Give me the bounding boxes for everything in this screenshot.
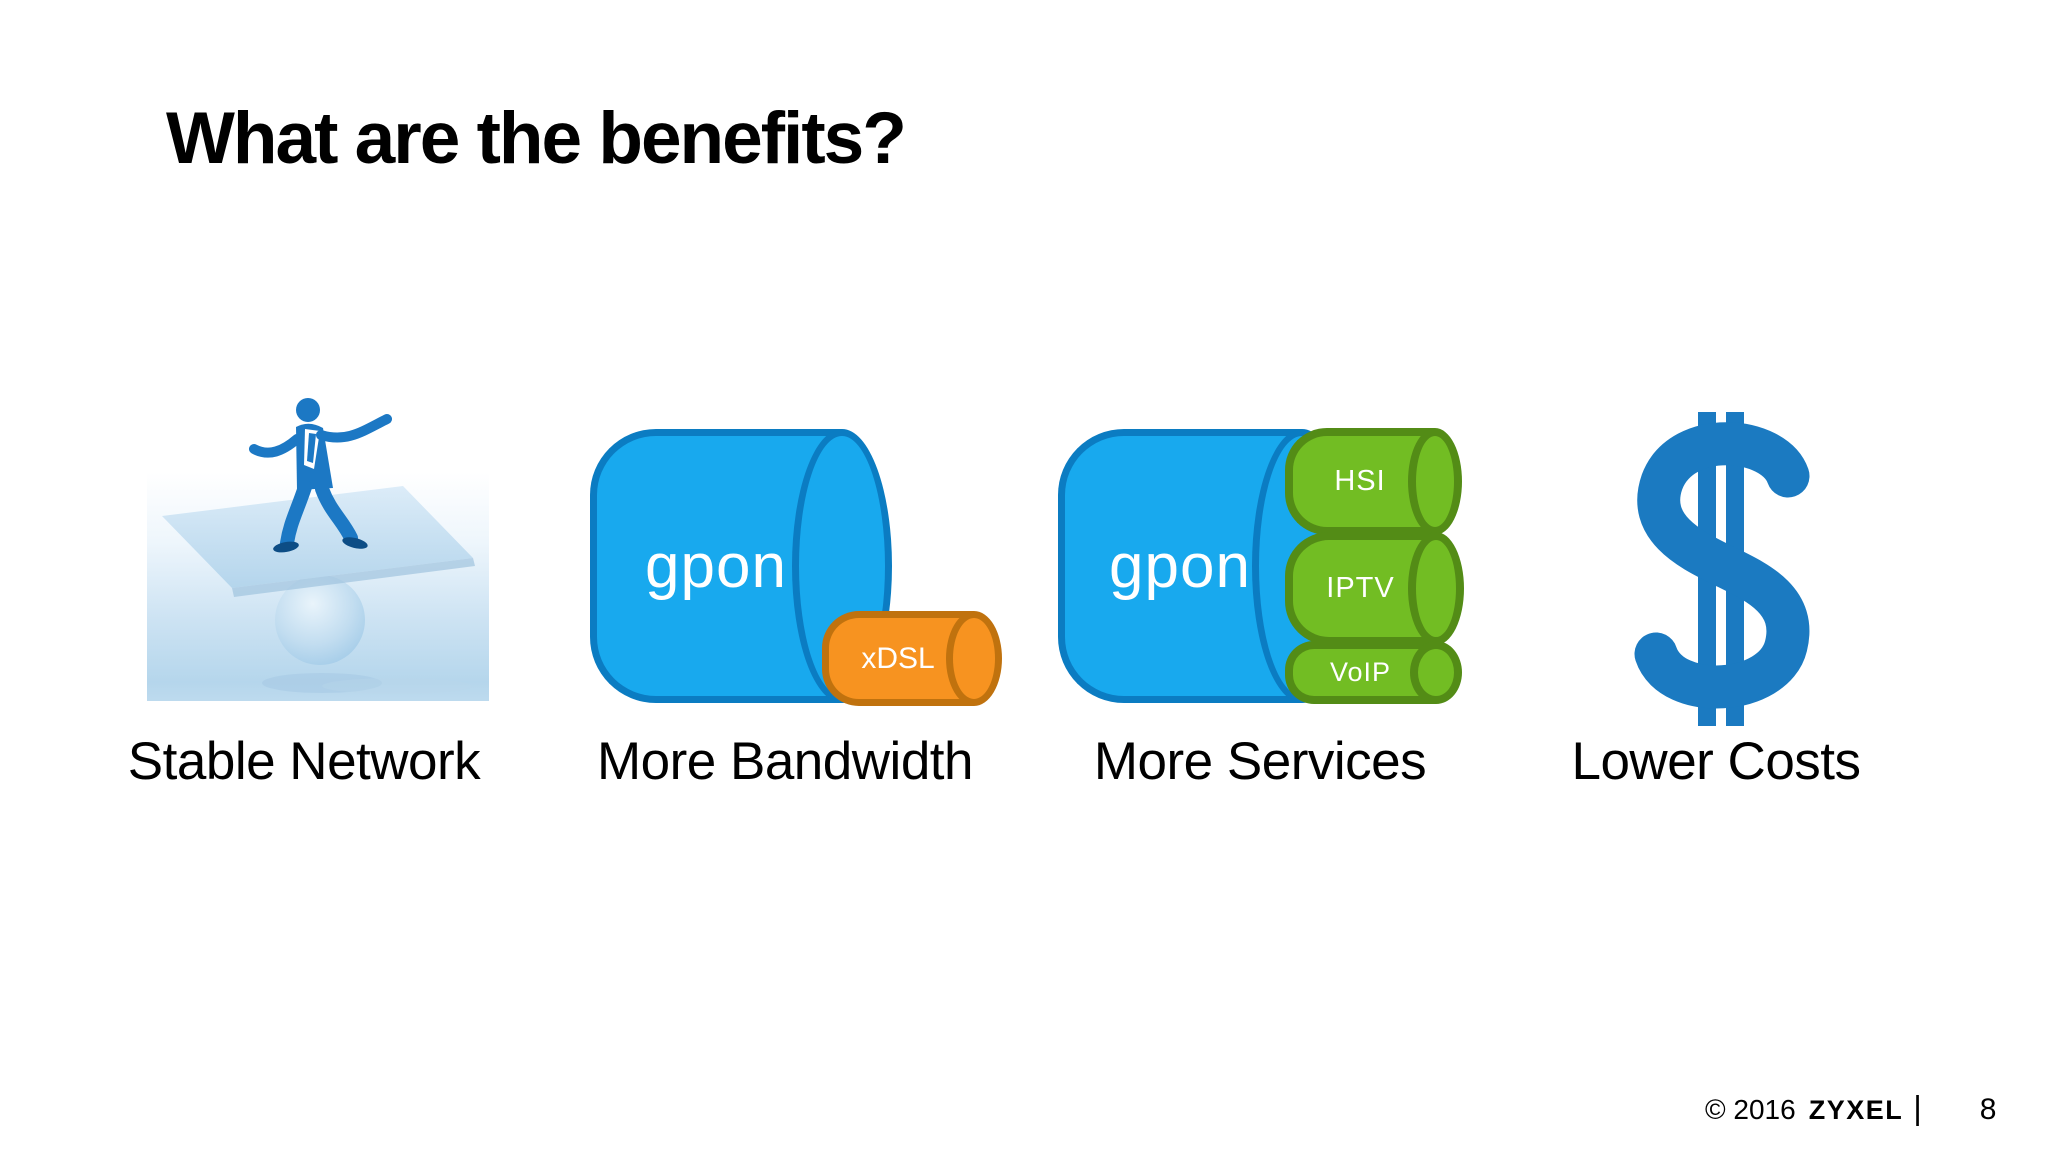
xdsl-cylinder: xDSL [822,611,1002,706]
stable-network-illustration [147,383,489,701]
voip-cylinder: VoIP [1285,641,1462,704]
hsi-cylinder: HSI [1285,428,1462,535]
cylinder-body [1285,641,1436,704]
iptv-label: IPTV [1326,572,1395,604]
dollar-sign-icon [1610,412,1830,726]
cylinder-body [1285,428,1435,535]
caption-lower-costs: Lower Costs [1571,732,1861,791]
hsi-label: HSI [1334,465,1386,497]
zyxel-logo: ZYXEL [1808,1095,1904,1125]
cylinder-face [1410,641,1462,704]
caption-more-services: More Services [1093,732,1427,791]
gpon-label: gpon [645,531,787,601]
slide-footer: © 2016 ZYXEL | 8 [1705,1089,1996,1127]
iptv-cylinder: IPTV [1285,532,1464,645]
caption-stable-network: Stable Network [127,732,481,791]
caption-more-bandwidth: More Bandwidth [597,732,973,791]
xdsl-label: xDSL [861,641,935,675]
balancing-man-icon [162,398,475,694]
gpon-label: gpon [1109,531,1251,601]
copyright-text: © 2016 [1705,1094,1796,1125]
cylinder-face [946,611,1002,706]
page-title: What are the benefits? [166,97,907,179]
page-number: 8 [1979,1093,1997,1126]
footer-separator: | [1913,1089,1922,1126]
voip-label: VoIP [1329,657,1392,687]
cylinder-face [1408,428,1462,535]
cylinder-face [1408,532,1464,645]
